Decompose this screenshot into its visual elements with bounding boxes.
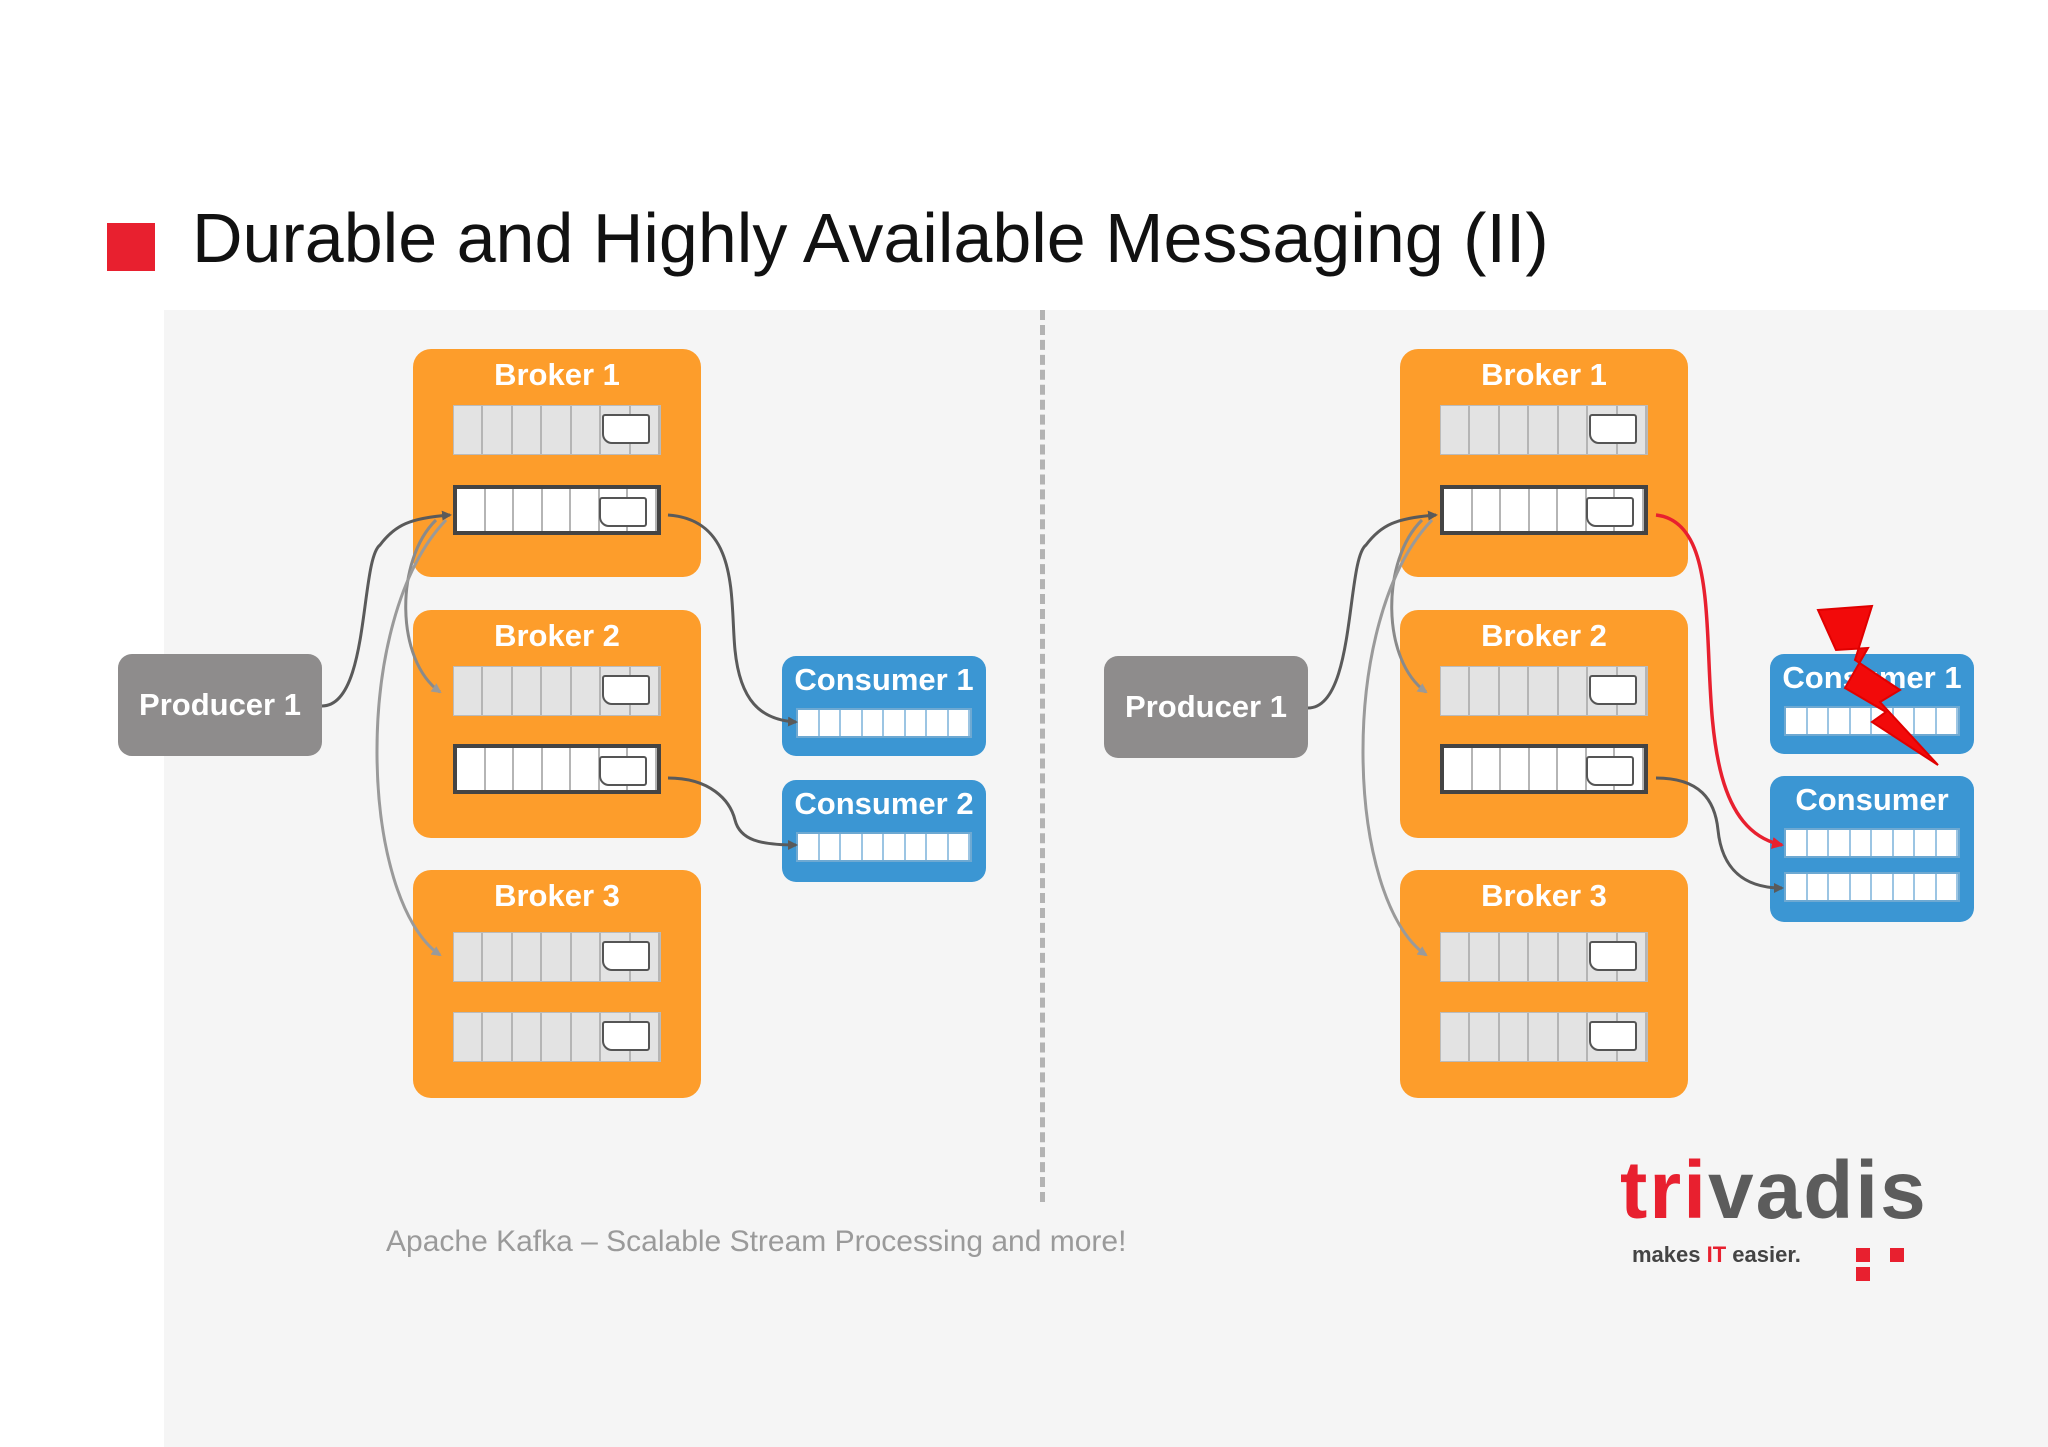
broker-3-left: Broker 3 bbox=[413, 870, 701, 1098]
message-icon bbox=[599, 756, 647, 786]
consumer-label: Consumer 1 bbox=[794, 662, 974, 697]
consumer-1-failed: Consumer 1 bbox=[1770, 654, 1974, 754]
slide-title: Durable and Highly Available Messaging (… bbox=[192, 199, 1549, 277]
broker-label: Broker 1 bbox=[494, 357, 620, 392]
partition-log-leader bbox=[453, 744, 661, 794]
consumer-log bbox=[796, 832, 972, 862]
producer-left: Producer 1 bbox=[118, 654, 322, 756]
message-icon bbox=[602, 675, 650, 705]
message-icon bbox=[602, 941, 650, 971]
producer-label: Producer 1 bbox=[1125, 689, 1287, 724]
consumer-2-left: Consumer 2 bbox=[782, 780, 986, 882]
consumer-label: Consumer 2 bbox=[794, 786, 974, 821]
slide-footer: Apache Kafka – Scalable Stream Processin… bbox=[386, 1225, 1127, 1258]
divider bbox=[1040, 310, 1045, 1202]
producer-label: Producer 1 bbox=[139, 687, 301, 722]
message-icon bbox=[1586, 497, 1634, 527]
trivadis-logo: trivadis makes IT easier. bbox=[1620, 1145, 1960, 1281]
partition-log bbox=[1440, 1012, 1648, 1062]
message-icon bbox=[602, 1021, 650, 1051]
partition-log bbox=[1440, 666, 1648, 716]
message-icon bbox=[602, 414, 650, 444]
broker-2-left: Broker 2 bbox=[413, 610, 701, 838]
consumer-label: Consumer 1 bbox=[1782, 660, 1962, 695]
broker-label: Broker 2 bbox=[1481, 618, 1607, 653]
broker-3-right: Broker 3 bbox=[1400, 870, 1688, 1098]
partition-log bbox=[1440, 405, 1648, 455]
consumer-right: Consumer bbox=[1770, 776, 1974, 922]
broker-label: Broker 3 bbox=[494, 878, 620, 913]
broker-label: Broker 3 bbox=[1481, 878, 1607, 913]
logo-wordmark: trivadis bbox=[1620, 1145, 1928, 1236]
partition-log-leader bbox=[1440, 744, 1648, 794]
partition-log bbox=[453, 405, 661, 455]
message-icon bbox=[599, 497, 647, 527]
message-icon bbox=[1589, 675, 1637, 705]
consumer-1-left: Consumer 1 bbox=[782, 656, 986, 756]
message-icon bbox=[1586, 756, 1634, 786]
partition-log-leader bbox=[453, 485, 661, 535]
message-icon bbox=[1589, 1021, 1637, 1051]
message-icon bbox=[1589, 941, 1637, 971]
partition-log bbox=[453, 1012, 661, 1062]
partition-log bbox=[453, 932, 661, 982]
broker-1-left: Broker 1 bbox=[413, 349, 701, 577]
broker-label: Broker 2 bbox=[494, 618, 620, 653]
logo-dots bbox=[1856, 1248, 1956, 1281]
partition-log-leader bbox=[1440, 485, 1648, 535]
broker-label: Broker 1 bbox=[1481, 357, 1607, 392]
logo-tagline: makes IT easier. bbox=[1632, 1242, 1801, 1267]
consumer-log bbox=[1784, 706, 1960, 736]
partition-log bbox=[453, 666, 661, 716]
consumer-log bbox=[796, 708, 972, 738]
title-bullet bbox=[107, 223, 155, 271]
broker-2-right: Broker 2 bbox=[1400, 610, 1688, 838]
broker-1-right: Broker 1 bbox=[1400, 349, 1688, 577]
consumer-label: Consumer bbox=[1795, 782, 1949, 817]
consumer-log bbox=[1784, 872, 1960, 902]
partition-log bbox=[1440, 932, 1648, 982]
producer-right: Producer 1 bbox=[1104, 656, 1308, 758]
message-icon bbox=[1589, 414, 1637, 444]
consumer-log bbox=[1784, 828, 1960, 858]
